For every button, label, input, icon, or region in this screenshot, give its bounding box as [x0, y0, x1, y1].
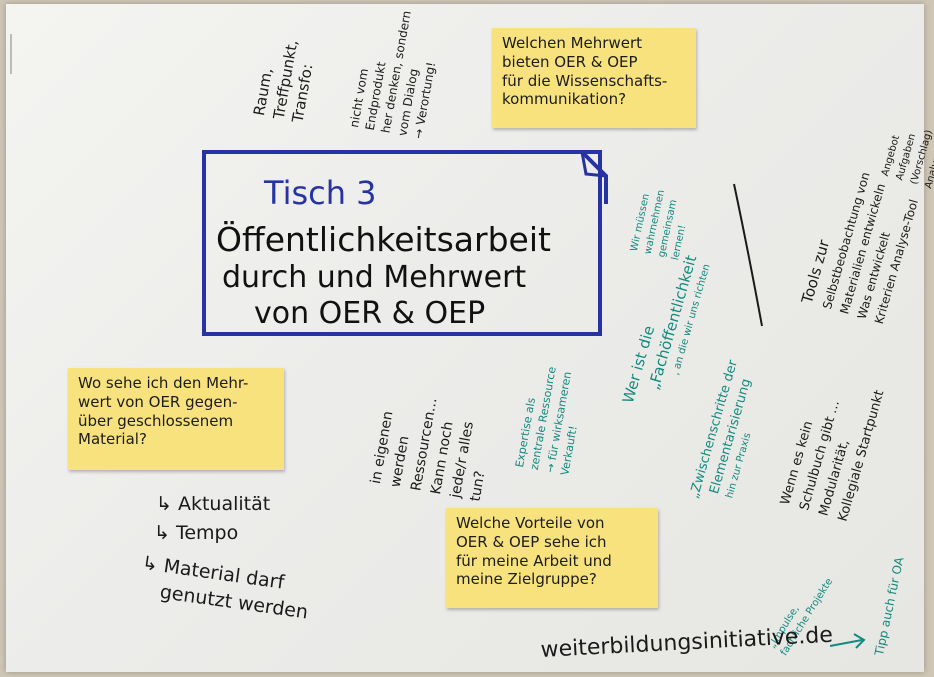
handwriting-elementarisierung: „Zwischenschritte der Elementarisierung …: [686, 358, 774, 510]
note-line: bieten OER & OEP: [502, 52, 638, 71]
divider-stroke: [733, 183, 763, 327]
sticky-note-mehrwert: Wo sehe ich den Mehr- wert von OER gegen…: [68, 368, 284, 470]
note-line: Welche Vorteile von: [456, 514, 605, 532]
handwriting-fachoeffentlichkeit: Wer ist die „Fachöffentlichkeit , an die…: [618, 247, 716, 415]
note-line: Wo sehe ich den Mehr-: [78, 374, 249, 392]
sticky-note-wissenschaftskommunikation: Welchen Mehrwert bieten OER & OEP für di…: [492, 28, 696, 128]
handwriting-schulbuch: Wenn es kein Schulbuch gibt … Modularitä…: [776, 372, 891, 525]
handwriting-line: ↳ Aktualität: [156, 493, 271, 515]
handwriting-list: ↳ Aktualität ↳ Tempo ↳ Material darf gen…: [141, 490, 311, 624]
note-line: wert von OER gegen-: [78, 392, 238, 411]
note-line: kommunikation?: [502, 90, 627, 109]
sticky-note-vorteile: Welche Vorteile von OER & OEP sehe ich f…: [446, 508, 658, 608]
handwriting-tools: Tools zur Selbstbeobachtung von Material…: [796, 164, 926, 326]
title-line-2: durch und Mehrwert: [222, 260, 527, 295]
table-number: Tisch 3: [264, 174, 377, 212]
note-line: Welchen Mehrwert: [502, 34, 642, 52]
note-line: Material?: [78, 430, 147, 449]
note-line: über geschlossenem: [78, 411, 234, 430]
handwriting-line: ↳ Tempo: [154, 522, 239, 545]
arrow-icon: [829, 633, 866, 649]
note-line: für die Wissenschafts-: [502, 71, 668, 90]
handwriting-expertise: Expertise als zentrale Ressource → für w…: [512, 363, 591, 477]
handwriting-tipp: Tipp auch für OA: [872, 555, 907, 657]
note-line: für meine Arbeit und: [456, 551, 612, 570]
title-frame: [202, 150, 602, 336]
note-line: meine Zielgruppe?: [456, 570, 597, 589]
folded-corner-icon: [550, 150, 608, 204]
handwriting-dialog: nicht vom Endprodukt her denken, sondern…: [346, 4, 447, 140]
title-line-3: von OER & OEP: [254, 296, 486, 331]
title-line-1: Öffentlichkeitsarbeit: [216, 220, 551, 259]
note-line: OER & OEP sehe ich: [456, 532, 607, 551]
print-mark: [10, 34, 12, 74]
flipchart-poster: Tisch 3 Öffentlichkeitsarbeit durch und …: [6, 4, 934, 672]
handwriting-ressourcen: in eigenen werden Ressourcen… Kann noch …: [366, 389, 502, 503]
handwriting-raum: Raum, Treffpunkt, Transfo:: [250, 35, 322, 124]
